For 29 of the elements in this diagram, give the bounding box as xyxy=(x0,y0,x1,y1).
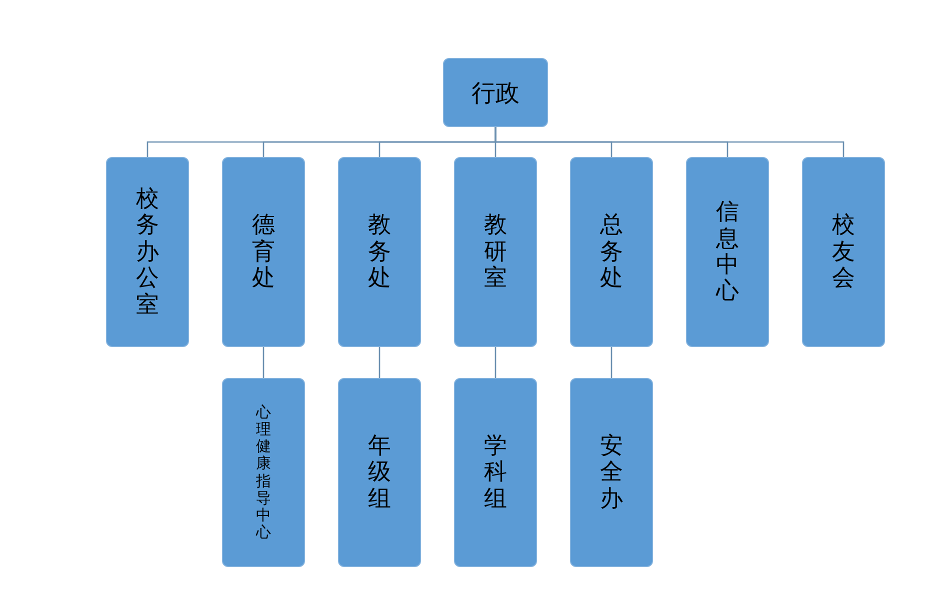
org-label: 学科组 xyxy=(484,432,507,512)
org-label: 校友会 xyxy=(832,212,855,292)
org-box xyxy=(443,58,548,127)
org-label: 安全办 xyxy=(600,432,623,512)
org-label: 心理健康指导中心 xyxy=(256,404,271,542)
org-box xyxy=(570,378,653,567)
org-label: 总务处 xyxy=(600,212,623,292)
org-label: 校务办公室 xyxy=(136,186,159,318)
org-box xyxy=(454,378,537,567)
connector-line xyxy=(378,347,380,378)
org-box xyxy=(222,378,305,567)
connector-line xyxy=(494,127,844,157)
org-label: 教研室 xyxy=(484,212,507,292)
org-label: 年级组 xyxy=(368,432,391,512)
org-box xyxy=(802,157,885,347)
org-box xyxy=(454,157,537,347)
org-label: 行政 xyxy=(472,78,520,108)
org-box xyxy=(106,157,189,347)
connector-line xyxy=(610,347,612,378)
org-box xyxy=(338,378,421,567)
org-label: 德育处 xyxy=(252,212,275,292)
connector-line xyxy=(262,347,264,378)
org-box xyxy=(222,157,305,347)
org-box xyxy=(570,157,653,347)
connector-line xyxy=(494,347,496,378)
org-label: 信息中心 xyxy=(716,199,739,305)
org-label: 教务处 xyxy=(368,212,391,292)
org-box xyxy=(338,157,421,347)
org-box xyxy=(686,157,769,347)
